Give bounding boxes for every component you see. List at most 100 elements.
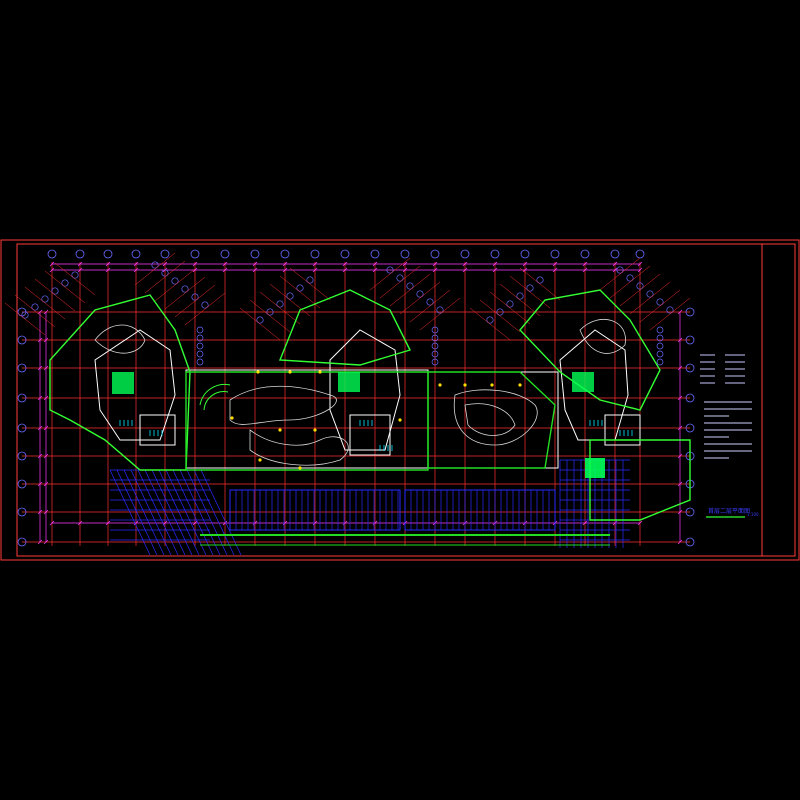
axis-bubble-right [685,537,695,547]
marker-dot [463,383,467,387]
axis-bubble-diagonal [656,350,664,358]
axis-bubble-right [685,307,695,317]
axis-bubble-diagonal [656,342,664,350]
parking-block [229,489,401,531]
dimension-tick [37,337,43,343]
dimension-tick [612,267,618,273]
axis-bubble-top [47,249,57,259]
axis-bubble-diagonal [386,266,394,274]
axis-bubble-top [160,249,170,259]
marker-dot [490,383,494,387]
dimension-tick [432,267,438,273]
axis-bubble-right [685,363,695,373]
parking-stall-line [109,469,151,556]
dimension-tick [462,261,468,267]
parking-block [404,489,556,531]
axis-bubble-diagonal [266,308,274,316]
axis-bubble-diagonal [171,277,179,285]
axis-bubble-diagonal [296,284,304,292]
axis-bubble-left [17,451,27,461]
parking-stall-line [158,469,200,556]
axis-bubble-top [610,249,620,259]
dimension-tick [37,509,43,515]
dimension-tick [677,453,683,459]
axis-bubble-diagonal [646,290,654,298]
dimension-tick [77,267,83,273]
dimension-tick [49,267,55,273]
marker-dot [298,466,302,470]
axis-bubble-diagonal [406,282,414,290]
dimension-tick [192,261,198,267]
dimension-tick [677,425,683,431]
radial-grid-line [259,291,301,325]
dimension-tick [282,261,288,267]
axis-bubble-top [635,249,645,259]
dimension-tick [582,267,588,273]
dimension-tick [677,539,683,545]
dimension-tick [677,309,683,315]
parking-stall-line [144,469,186,556]
radial-grid-line [164,276,206,310]
radial-grid-line [184,292,226,326]
drawing-frame [0,239,800,561]
axis-bubble-diagonal [61,279,69,287]
axis-bubble-diagonal [196,334,204,342]
axis-bubble-right [685,507,695,517]
axis-bubble-diagonal [431,358,439,366]
dimension-tick [49,520,55,526]
dimension-tick [492,261,498,267]
marker-dot [518,383,522,387]
dimension-tick [582,261,588,267]
axis-bubble-diagonal [196,342,204,350]
dimension-tick [637,267,643,273]
radial-grid-line [409,289,451,323]
axis-bubble-top [490,249,500,259]
radial-grid-line [609,265,651,299]
radial-grid-line [629,281,671,315]
parking-stall-line [193,469,235,556]
radial-grid-line [134,252,176,286]
radial-grid-line [499,283,541,317]
axis-bubble-diagonal [656,334,664,342]
notes-block [700,354,752,459]
dimension-tick [342,267,348,273]
dimension-tick [222,261,228,267]
dimension-tick [37,309,43,315]
room-fills [112,372,605,478]
axis-bubble-top [430,249,440,259]
axis-bubble-left [17,479,27,489]
dimension-tick [677,509,683,515]
drawing-scale: 1:100 [747,512,759,517]
dimension-tick [43,337,49,343]
dimension-tick [522,261,528,267]
radial-grid-line [44,270,86,304]
dimension-tick [37,453,43,459]
axis-bubble-top [340,249,350,259]
radial-grid-line [249,299,291,333]
axis-bubble-diagonal [276,300,284,308]
dimension-tick [37,481,43,487]
radial-grid-line [34,278,76,312]
dimension-tick [37,425,43,431]
parking-stall-line [130,469,172,556]
landscape-outlines [49,289,691,546]
axis-bubble-top [460,249,470,259]
axis-grid [22,262,690,546]
parking-stall-line [186,469,228,556]
axis-bubble-top [280,249,290,259]
axis-bubble-diagonal [516,292,524,300]
dimension-tick [105,261,111,267]
dimension-tick [43,309,49,315]
axis-bubble-top [190,249,200,259]
axis-bubble-diagonal [636,282,644,290]
dimension-tick [372,261,378,267]
axis-bubble-diagonal [196,326,204,334]
axis-bubble-top [370,249,380,259]
dimension-tick [105,520,111,526]
dimension-tick [492,267,498,273]
radial-grid-line [24,286,66,320]
axis-bubble-right [685,393,695,403]
dimension-tick [43,509,49,515]
marker-dot [318,370,322,374]
dimension-tick [43,365,49,371]
